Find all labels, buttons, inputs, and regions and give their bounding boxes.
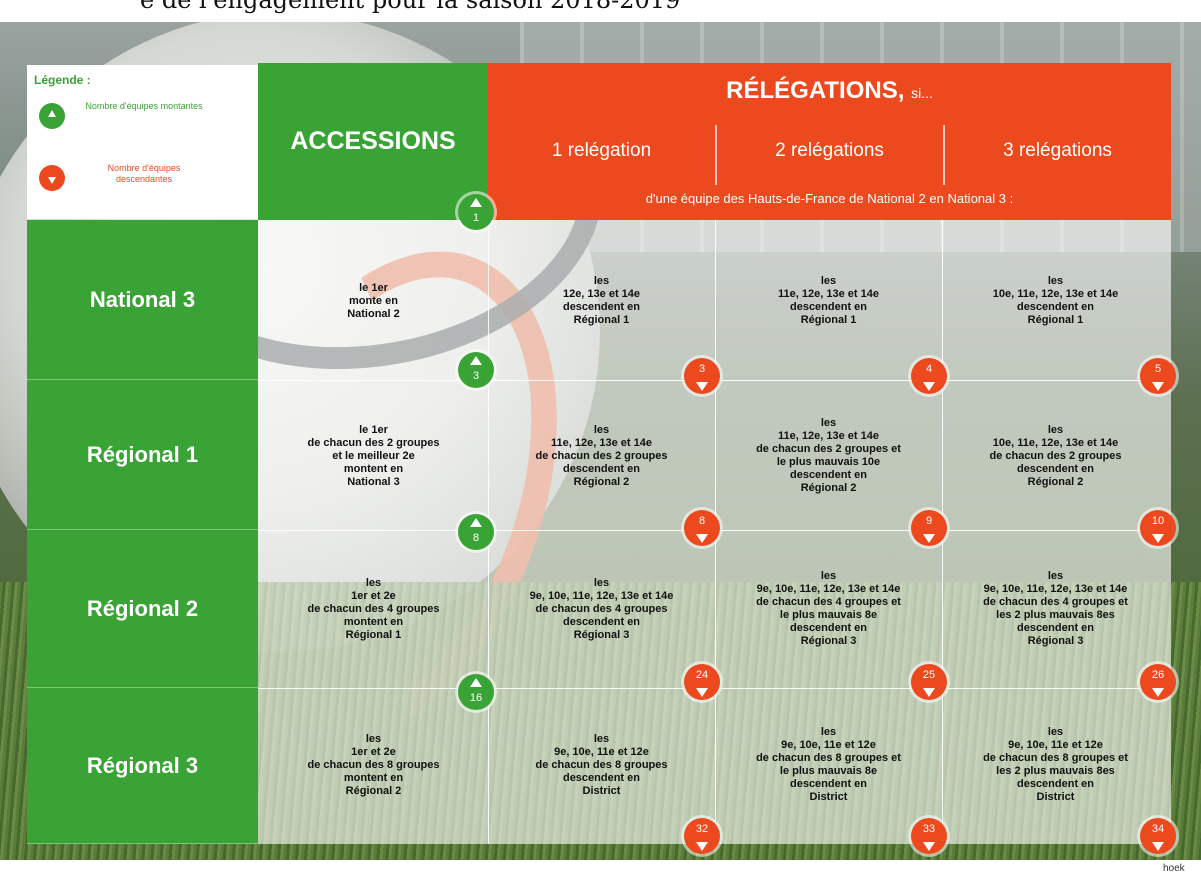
down-count-badge: 4 [911,358,947,394]
down-count-badge: 5 [1140,358,1176,394]
down-count-badge: 9 [911,510,947,546]
down-count-badge: 8 [684,510,720,546]
relegation-cell: les 9e, 10e, 11e et 12e de chacun des 8 … [756,726,901,803]
up-count: 3 [472,370,480,382]
down-arrow-icon [1152,688,1164,703]
down-count-badge: 24 [684,664,720,700]
relegation-cell: les 9e, 10e, 11e, 12e, 13e et 14e de cha… [756,570,901,647]
down-count: 5 [1154,363,1162,375]
down-count: 26 [1151,669,1165,681]
down-count: 33 [922,823,936,835]
legend-up-label: Nombre d'équipes montantes [85,101,203,111]
relegations-title-text: RÉLÉGATIONS, [726,77,905,104]
down-arrow-icon [923,688,935,703]
relegations-header: RÉLÉGATIONS, si... 1 relégation 2 reléga… [488,63,1171,220]
down-arrow-icon [1152,534,1164,549]
relegations-title-suffix: si... [911,85,933,101]
relegation-cell: les 10e, 11e, 12e, 13e et 14e descendent… [992,275,1119,326]
up-count-badge: 1 [458,194,494,230]
relegation-col-1: 1 relégation [551,140,652,161]
down-count-badge: 26 [1140,664,1176,700]
up-arrow-icon [470,192,482,207]
accession-cell: les 1er et 2e de chacun des 8 groupes mo… [307,732,440,797]
row-label-regional-1: Régional 1 [27,380,258,530]
legend: Légende : Nombre d'équipes montantes Nom… [27,65,258,219]
down-arrow-icon [923,842,935,857]
relegation-cell: les 9e, 10e, 11e, 12e, 13e et 14e de cha… [983,570,1128,647]
down-arrow-icon [39,165,65,191]
accession-cell: le 1er monte en National 2 [347,281,400,320]
relegation-col-3: 3 relégations [1003,140,1112,161]
relegation-cell: les 12e, 13e et 14e descendent en Région… [562,275,641,326]
header-separator [715,125,717,185]
down-count-badge: 34 [1140,818,1176,854]
down-count: 24 [695,669,709,681]
row-label-regional-3: Régional 3 [27,688,258,844]
legend-item-down: Nombre d'équipes descendantes [39,161,259,195]
header-separator [943,125,945,185]
down-count-badge: 10 [1140,510,1176,546]
down-arrow-icon [696,534,708,549]
accessions-header: ACCESSIONS [258,63,488,220]
down-arrow-icon [696,688,708,703]
down-count: 9 [925,515,933,527]
down-count: 3 [698,363,706,375]
accession-cell: les 1er et 2e de chacun des 4 groupes mo… [307,576,440,641]
up-count: 8 [472,532,480,544]
relegation-cell: les 9e, 10e, 11e, 12e, 13e et 14e de cha… [529,576,674,641]
down-arrow-icon [696,382,708,397]
down-arrow-icon [1152,842,1164,857]
legend-item-up: Nombre d'équipes montantes [39,99,259,133]
down-count: 25 [922,669,936,681]
row-label-regional-2: Régional 2 [27,530,258,688]
row-label-national-3: National 3 [27,220,258,380]
relegation-cell: les 11e, 12e, 13e et 14e de chacun des 2… [756,417,901,494]
up-arrow-icon [39,103,65,129]
down-count: 10 [1151,515,1165,527]
legend-title: Légende : [34,73,91,87]
relegation-cell: les 9e, 10e, 11e et 12e de chacun des 8 … [983,726,1128,803]
up-count-badge: 16 [458,674,494,710]
down-arrow-icon [1152,382,1164,397]
down-count: 8 [698,515,706,527]
down-arrow-icon [923,382,935,397]
down-count: 32 [695,823,709,835]
accession-cell: le 1er de chacun des 2 groupes et le mei… [307,423,440,488]
infographic-panel: Légende : Nombre d'équipes montantes Nom… [0,22,1201,874]
down-arrow-icon [923,534,935,549]
up-count-badge: 3 [458,352,494,388]
down-count-badge: 33 [911,818,947,854]
up-count: 16 [469,692,483,704]
caption-text: e de l'engagement pour la saison 2018-20… [140,0,681,14]
up-count-badge: 8 [458,514,494,550]
up-count: 1 [472,212,480,224]
down-count-badge: 32 [684,818,720,854]
relegation-cell: les 11e, 12e, 13e et 14e de chacun des 2… [535,423,668,488]
down-count: 4 [925,363,933,375]
photo-credit: hoek [1163,863,1185,874]
caption-strip: e de l'engagement pour la saison 2018-20… [0,0,1201,22]
relegation-cell: les 11e, 12e, 13e et 14e descendent en R… [778,275,879,326]
down-count: 34 [1151,823,1165,835]
up-arrow-icon [470,350,482,365]
relegation-col-2: 2 relégations [775,140,884,161]
relegations-subtitle: d'une équipe des Hauts-de-France de Nati… [645,191,1014,206]
relegation-cell: les 9e, 10e, 11e et 12e de chacun des 8 … [535,732,668,797]
legend-down-label: Nombre d'équipes descendantes [107,163,181,184]
relegation-cell: les 10e, 11e, 12e, 13e et 14e de chacun … [989,423,1122,488]
up-arrow-icon [470,512,482,527]
down-arrow-icon [696,842,708,857]
up-arrow-icon [470,672,482,687]
down-count-badge: 3 [684,358,720,394]
relegations-title: RÉLÉGATIONS, si... [488,77,1171,105]
down-count-badge: 25 [911,664,947,700]
